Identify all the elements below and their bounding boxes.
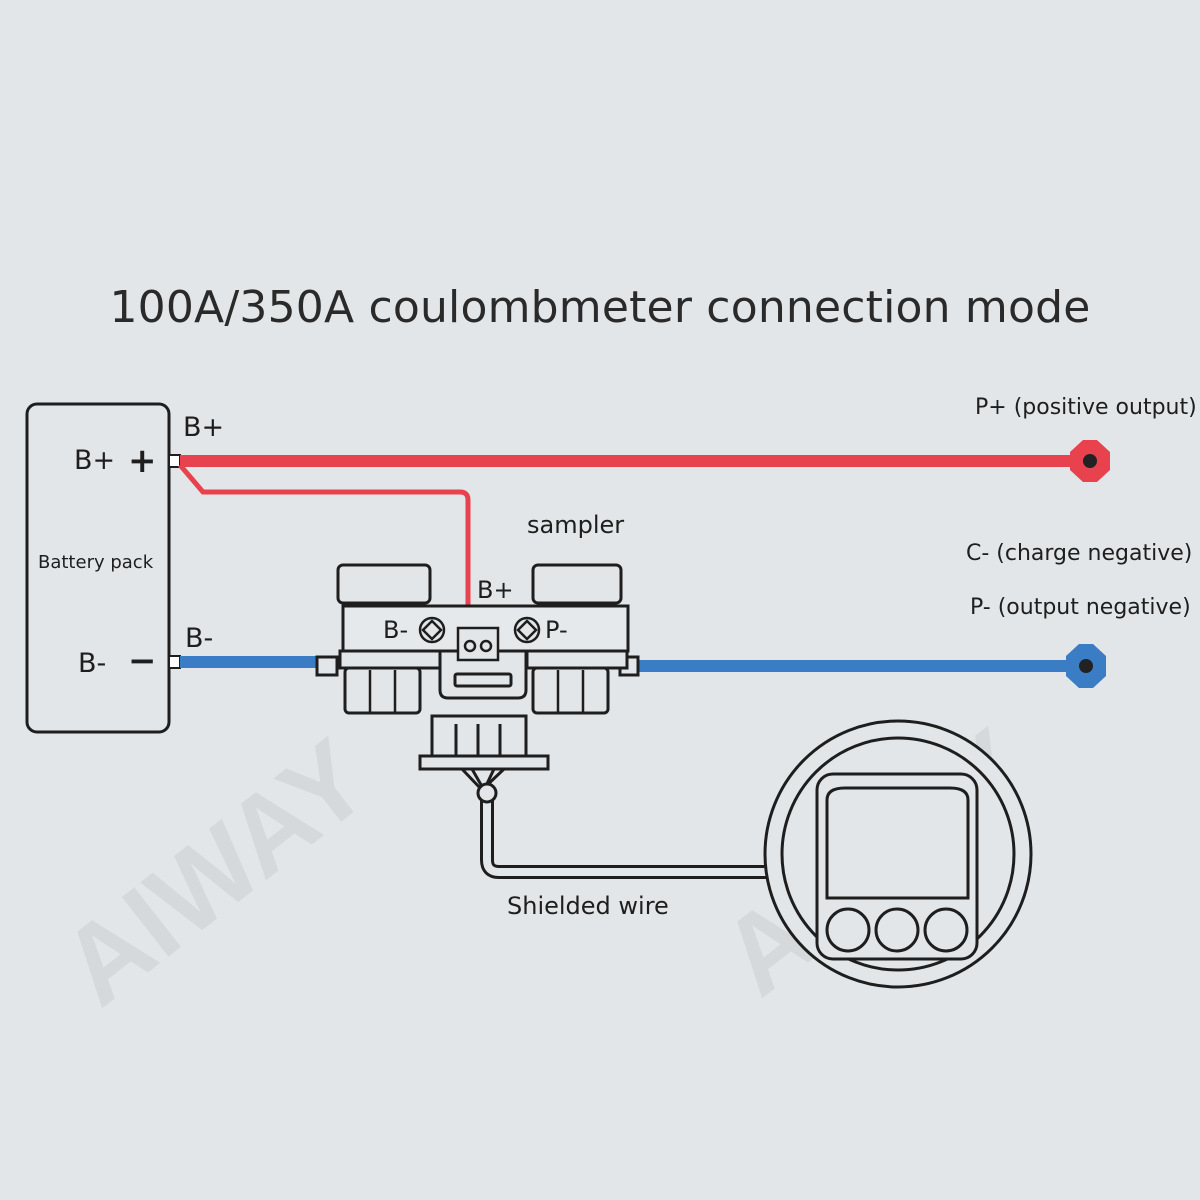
- left-bolt-block: [343, 666, 422, 715]
- meter-button-left: [825, 907, 871, 953]
- sampler-p-minus-label: P-: [545, 616, 568, 644]
- right-nut-top: [531, 563, 623, 605]
- wire-b-minus-label: B-: [185, 623, 214, 654]
- svg-text:AIWAY: AIWAY: [39, 716, 391, 1029]
- bolt-block-dividers: [368, 670, 585, 712]
- battery-b-plus-label: B+: [74, 445, 116, 476]
- coulombmeter-display: [763, 719, 1033, 989]
- battery-b-minus-label: B-: [78, 648, 107, 679]
- cable-gland: [476, 782, 498, 804]
- right-bolt-block: [531, 666, 610, 715]
- p-minus-output-label: P- (output negative): [970, 595, 1191, 620]
- p-plus-output-label: P+ (positive output): [975, 395, 1197, 420]
- sampler-b-minus-label: B-: [383, 616, 409, 644]
- left-nut-top: [336, 563, 432, 605]
- screw-heads: [418, 616, 541, 644]
- left-busbar: [338, 649, 442, 670]
- battery-positive-terminal: [168, 454, 181, 468]
- p-plus-ring-hole: [1083, 454, 1097, 468]
- sampler-positive-wire: [178, 463, 471, 640]
- diagram-title: 100A/350A coulombmeter connection mode: [109, 282, 1091, 333]
- meter-button-middle: [874, 907, 920, 953]
- battery-plus-sign: +: [128, 441, 157, 481]
- shunt-slot: [453, 672, 513, 688]
- p-minus-ring-hole: [1079, 659, 1093, 673]
- shielded-wire-label: Shielded wire: [507, 892, 669, 920]
- battery-negative-terminal: [168, 655, 181, 669]
- sampler-label: sampler: [527, 511, 625, 539]
- left-lug-tab: [315, 655, 339, 677]
- sampler-b-plus-connector: [456, 626, 500, 662]
- meter-button-right: [923, 907, 969, 953]
- battery-pack: [25, 402, 171, 734]
- battery-minus-sign: −: [128, 641, 157, 681]
- shunt-bridge: [438, 651, 528, 700]
- connector-flange: [418, 754, 550, 771]
- sampler-b-plus-label: B+: [477, 576, 514, 604]
- b-minus-screw-icon: [418, 616, 446, 644]
- p-minus-screw-icon: [513, 616, 541, 644]
- shielded-wire-outer: [480, 792, 780, 879]
- meter-screen: [825, 786, 970, 900]
- c-minus-label: C- (charge negative): [966, 541, 1193, 566]
- cable-connector: [418, 714, 550, 794]
- battery-pack-label: Battery pack: [38, 552, 154, 573]
- right-busbar: [525, 649, 629, 670]
- wire-b-plus-label: B+: [183, 412, 225, 443]
- shielded-wire-inner: [483, 792, 780, 876]
